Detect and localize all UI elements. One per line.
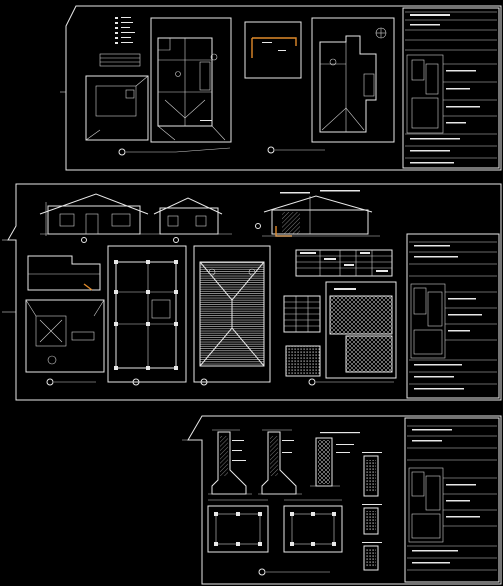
anchor-details[interactable]	[362, 452, 382, 571]
foundation-plan-view[interactable]	[107, 245, 187, 386]
slab-detail-view[interactable]	[308, 281, 397, 386]
sheet-3[interactable]	[182, 415, 502, 585]
legend-list	[115, 17, 135, 44]
title-block-1	[402, 7, 500, 169]
sheet-1[interactable]	[60, 5, 502, 171]
site-layout-view[interactable]	[25, 255, 105, 386]
front-elevation[interactable]	[39, 193, 150, 243]
side-elevation[interactable]	[150, 197, 232, 243]
floor-plan-view[interactable]	[118, 17, 232, 156]
detail-marker	[258, 568, 266, 576]
door-schedule	[283, 295, 321, 377]
roof-framing-view[interactable]	[193, 245, 271, 386]
title-block-2	[406, 233, 500, 399]
site-plan-view[interactable]	[85, 17, 149, 141]
sheet-2[interactable]	[2, 183, 502, 401]
column-detail-a[interactable]	[208, 429, 252, 495]
schedules-table	[295, 249, 393, 277]
section-detail-view[interactable]	[244, 21, 325, 154]
footing-plan-b[interactable]	[283, 499, 343, 553]
footing-plan-a[interactable]	[207, 499, 269, 553]
title-block-3	[404, 417, 500, 583]
roof-plan-view[interactable]	[311, 17, 395, 143]
cross-section[interactable]	[255, 190, 381, 237]
column-detail-b[interactable]	[258, 429, 302, 495]
pier-detail[interactable]	[310, 432, 360, 487]
